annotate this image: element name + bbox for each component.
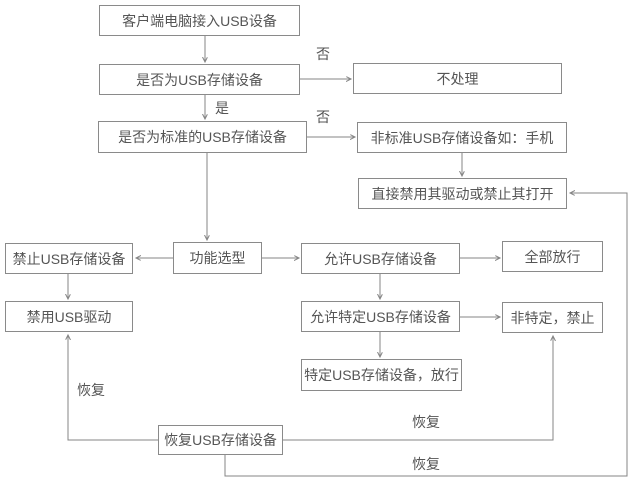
edge-label-no-top: 否 xyxy=(316,46,330,62)
node-client-connect: 客户端电脑接入USB设备 xyxy=(99,5,300,36)
node-non-specific-forbid: 非特定，禁止 xyxy=(502,302,603,333)
edge-label-restore-right-upper: 恢复 xyxy=(412,414,440,430)
node-allow-specific-usb: 允许特定USB存储设备 xyxy=(301,301,460,332)
edge-restore-to-disabledriver xyxy=(68,335,158,441)
node-allow-usb-storage: 允许USB存储设备 xyxy=(301,243,460,274)
node-specific-usb-allow: 特定USB存储设备，放行 xyxy=(301,359,462,391)
edge-label-restore-right-lower: 恢复 xyxy=(412,456,440,472)
edge-label-yes: 是 xyxy=(215,100,229,116)
node-function-select: 功能选型 xyxy=(173,242,262,274)
node-disable-usb-driver: 禁用USB驱动 xyxy=(5,301,133,332)
node-forbid-usb-storage: 禁止USB存储设备 xyxy=(5,243,133,274)
node-restore-usb-storage: 恢复USB存储设备 xyxy=(158,425,283,455)
node-disable-driver-or-block-open: 直接禁用其驱动或禁止其打开 xyxy=(358,178,567,209)
node-is-usb-storage: 是否为USB存储设备 xyxy=(99,64,300,95)
edge-label-no-mid: 否 xyxy=(316,109,330,125)
node-non-standard-usb: 非标准USB存储设备如：手机 xyxy=(357,122,567,153)
node-no-action: 不处理 xyxy=(353,63,562,94)
edge-label-restore-left: 恢复 xyxy=(77,382,105,398)
node-allow-all: 全部放行 xyxy=(502,241,603,272)
edge-restore-to-disableopen xyxy=(224,193,628,477)
edge-restore-to-nonspecific xyxy=(283,336,553,441)
node-is-standard-usb: 是否为标准的USB存储设备 xyxy=(98,121,307,153)
